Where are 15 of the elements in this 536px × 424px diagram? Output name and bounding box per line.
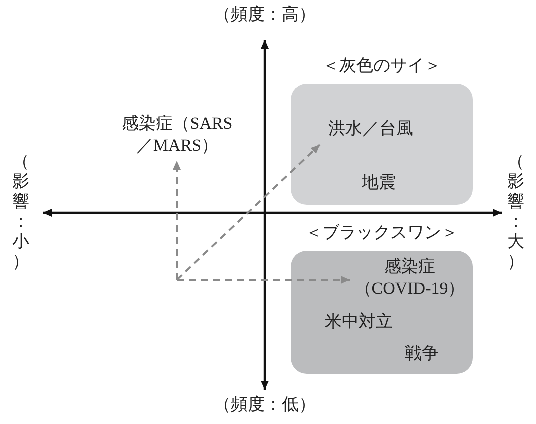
axis-label: （影響：大） bbox=[507, 152, 525, 273]
risk-label: 戦争 bbox=[396, 343, 448, 367]
risk-label: 地震 bbox=[353, 172, 405, 196]
group-heading: ＜ブラックスワン＞ bbox=[304, 222, 460, 244]
risk-label: 洪水／台風 bbox=[321, 118, 421, 144]
risk-label: 米中対立 bbox=[321, 311, 397, 335]
risk-label: 感染症（SARS／MARS） bbox=[115, 113, 240, 159]
axis-label: （頻度：低） bbox=[213, 394, 317, 416]
risk-label: 感染症（COVID-19） bbox=[351, 256, 469, 304]
axis-label: （頻度：高） bbox=[213, 4, 317, 26]
dashed-arrow bbox=[176, 144, 321, 281]
dashed-arrow bbox=[173, 161, 181, 280]
group-heading: ＜灰色のサイ＞ bbox=[322, 55, 442, 77]
dashed-arrow bbox=[177, 276, 350, 284]
axis-label: （影響：小） bbox=[12, 152, 30, 273]
